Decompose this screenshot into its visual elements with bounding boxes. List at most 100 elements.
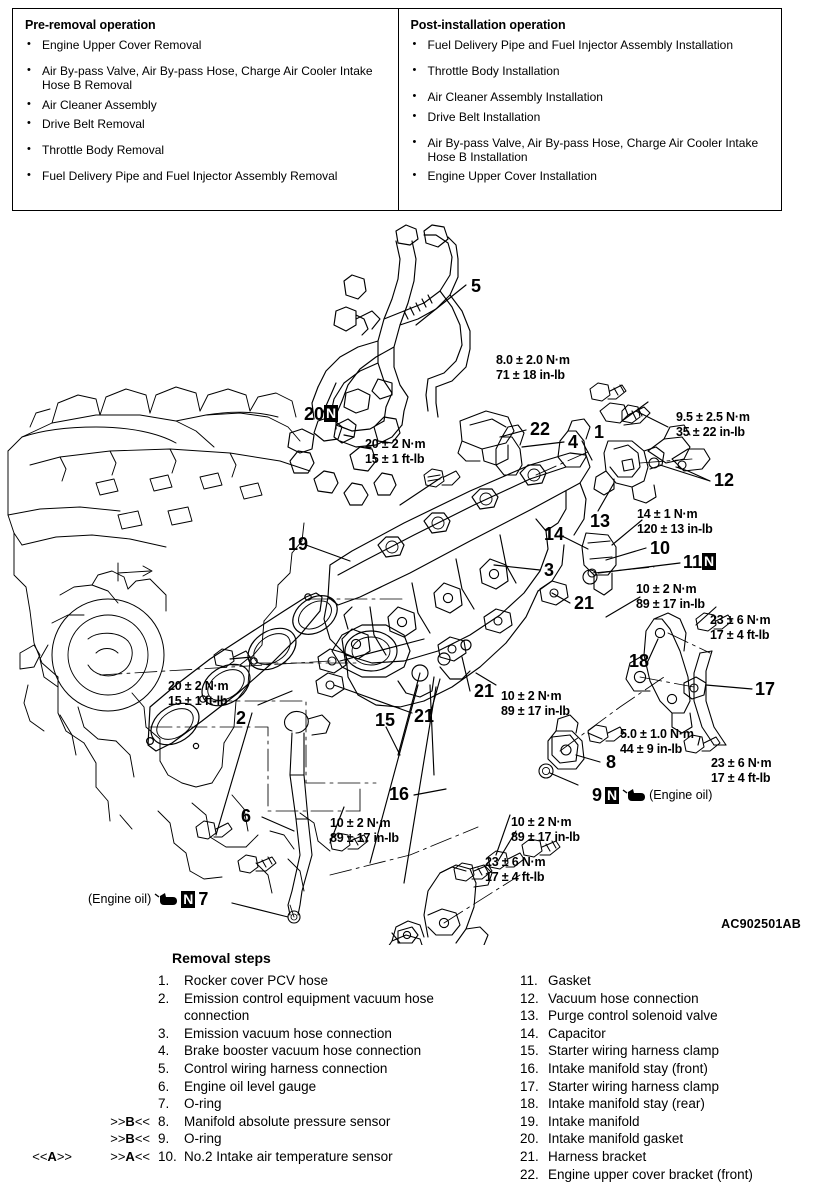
torque-imperial: 15 ± 1 ft-lb xyxy=(365,451,425,466)
torque-imperial: 17 ± 4 ft-lb xyxy=(711,770,771,785)
oil-can-icon xyxy=(622,788,646,803)
leader-10: 10 xyxy=(650,538,671,558)
removal-step-row: 17.Starter wiring harness clamp xyxy=(520,1078,829,1096)
leader-8: 8 xyxy=(606,752,617,772)
oil-can-icon xyxy=(154,892,178,907)
leader-13: 13 xyxy=(590,511,611,531)
step-number: 20. xyxy=(520,1131,539,1147)
removal-step-row: 15.Starter wiring harness clamp xyxy=(520,1042,829,1060)
drawing-reference-code: AC902501AB xyxy=(721,917,801,931)
step-number: 6. xyxy=(158,1078,170,1094)
post-installation-list: Fuel Delivery Pipe and Fuel Injector Ass… xyxy=(409,37,773,183)
removal-step-row: <<A>>>>A<<10.No.2 Intake air temperature… xyxy=(0,1148,440,1166)
torque-imperial: 44 ± 9 in-lb xyxy=(620,741,683,756)
torque-spec-20-left: 20 ± 2 N·m 15 ± 1 ft-lb xyxy=(168,679,229,708)
diagram-linework xyxy=(7,224,753,945)
step-label: Harness bracket xyxy=(548,1148,647,1164)
step-prefix-a: <<A>> xyxy=(32,1148,72,1164)
step-label: Purge control solenoid valve xyxy=(548,1008,718,1024)
engine-oil-note-7: (Engine oil) N 7 xyxy=(88,889,209,909)
removal-step-row: 7.O-ring xyxy=(0,1095,440,1113)
step-label: Control wiring harness connection xyxy=(184,1060,388,1076)
torque-nm: 10 ± 2 N·m xyxy=(511,815,572,829)
torque-nm: 23 ± 6 N·m xyxy=(485,855,546,869)
step-number: 18. xyxy=(520,1096,539,1112)
pre-removal-operation-cell: Pre-removal operation Engine Upper Cover… xyxy=(13,9,399,210)
oil-note-number: 9 xyxy=(592,785,603,805)
step-label: Intake manifold stay (front) xyxy=(548,1060,708,1076)
operation-item: Throttle Body Installation xyxy=(409,63,773,78)
step-number: 8. xyxy=(158,1113,170,1129)
step-label: Brake booster vacuum hose connection xyxy=(184,1043,422,1059)
step-label: O-ring xyxy=(184,1096,222,1112)
oil-note-number: 7 xyxy=(198,889,209,909)
torque-imperial: 89 ± 17 in-lb xyxy=(636,596,705,611)
removal-step-row: 22.Engine upper cover bracket (front) xyxy=(520,1166,829,1184)
step-label: Vacuum hose connection xyxy=(548,990,699,1006)
operation-item: Engine Upper Cover Removal xyxy=(23,37,390,52)
step-number: 14. xyxy=(520,1025,539,1041)
step-number: 12. xyxy=(520,990,539,1006)
removal-step-row: 1.Rocker cover PCV hose xyxy=(0,972,440,990)
step-label: O-ring xyxy=(184,1131,222,1147)
removal-step-row: 19.Intake manifold xyxy=(520,1113,829,1131)
leader-4: 4 xyxy=(568,432,579,452)
torque-spec-10-lowerleft: 10 ± 2 N·m 89 ± 17 in-lb xyxy=(330,816,399,845)
step-number: 16. xyxy=(520,1060,539,1076)
torque-spec-10-lowercenter: 10 ± 2 N·m 89 ± 17 in-lb xyxy=(511,815,580,844)
torque-nm: 20 ± 2 N·m xyxy=(365,437,426,451)
operation-item: Air Cleaner Assembly Installation xyxy=(409,89,773,104)
step-label: Emission control equipment vacuum hose c… xyxy=(184,990,434,1024)
oil-note-label: (Engine oil) xyxy=(88,892,152,906)
removal-step-row: 6.Engine oil level gauge xyxy=(0,1078,440,1096)
torque-imperial: 89 ± 17 in-lb xyxy=(501,703,570,718)
operation-item: Drive Belt Removal xyxy=(23,116,390,131)
torque-spec-23-lower: 23 ± 6 N·m 17 ± 4 ft-lb xyxy=(711,756,772,785)
torque-nm: 23 ± 6 N·m xyxy=(710,613,771,627)
removal-step-row: 13.Purge control solenoid valve xyxy=(520,1007,829,1025)
post-installation-title: Post-installation operation xyxy=(410,18,566,32)
oil-note-label: (Engine oil) xyxy=(649,788,713,802)
step-label: Emission vacuum hose connection xyxy=(184,1025,392,1041)
removal-step-row: 12. Vacuum hose connection xyxy=(520,990,829,1008)
removal-step-row: 18.Intake manifold stay (rear) xyxy=(520,1095,829,1113)
removal-step-row: 16. Intake manifold stay (front) xyxy=(520,1060,829,1078)
step-prefix-b: >>B<< xyxy=(110,1131,150,1147)
removal-step-row: >>B<<8.Manifold absolute pressure sensor xyxy=(0,1113,440,1131)
step-number: 3. xyxy=(158,1025,170,1041)
torque-imperial: 35 ± 22 in-lb xyxy=(676,424,745,439)
operation-item: Fuel Delivery Pipe and Fuel Injector Ass… xyxy=(23,168,390,183)
torque-spec-8-0: 8.0 ± 2.0 N·m 71 ± 18 in-lb xyxy=(496,353,570,382)
torque-spec-23-upper: 23 ± 6 N·m 17 ± 4 ft-lb xyxy=(710,613,771,642)
step-label: Gasket xyxy=(548,973,591,988)
operation-item: Drive Belt Installation xyxy=(409,109,773,124)
torque-nm: 10 ± 2 N·m xyxy=(501,689,562,703)
leader-2: 2 xyxy=(236,708,247,728)
leader-3: 3 xyxy=(544,560,555,580)
torque-nm: 14 ± 1 N·m xyxy=(637,507,698,521)
leader-16: 16 xyxy=(389,784,410,804)
removal-step-row: 4. Brake booster vacuum hose connection xyxy=(0,1042,440,1060)
step-number: 19. xyxy=(520,1113,539,1129)
operation-item: Air By-pass Valve, Air By-pass Hose, Cha… xyxy=(23,63,390,92)
leader-12: 12 xyxy=(714,470,735,490)
removal-step-row: 11.Gasket xyxy=(520,972,829,990)
removal-step-row: 20.Intake manifold gasket xyxy=(520,1130,829,1148)
operation-item: Engine Upper Cover Installation xyxy=(409,168,773,183)
removal-step-row: 14.Capacitor xyxy=(520,1025,829,1043)
torque-nm: 10 ± 2 N·m xyxy=(636,582,697,596)
leader-22: 22 xyxy=(530,419,551,439)
engine-oil-note-9: 9 N (Engine oil) xyxy=(592,785,713,805)
step-label: No.2 Intake air temperature sensor xyxy=(184,1148,393,1164)
removal-step-row: >>B<< 9. O-ring xyxy=(0,1130,440,1148)
step-number: 4. xyxy=(158,1043,170,1059)
step-number: 1. xyxy=(158,973,170,988)
step-number: 9. xyxy=(158,1131,170,1147)
step-number: 5. xyxy=(158,1060,170,1076)
step-label: Starter wiring harness clamp xyxy=(548,1078,720,1094)
torque-spec-10-right: 10 ± 2 N·m 89 ± 17 in-lb xyxy=(636,582,705,611)
torque-nm: 23 ± 6 N·m xyxy=(711,756,772,770)
